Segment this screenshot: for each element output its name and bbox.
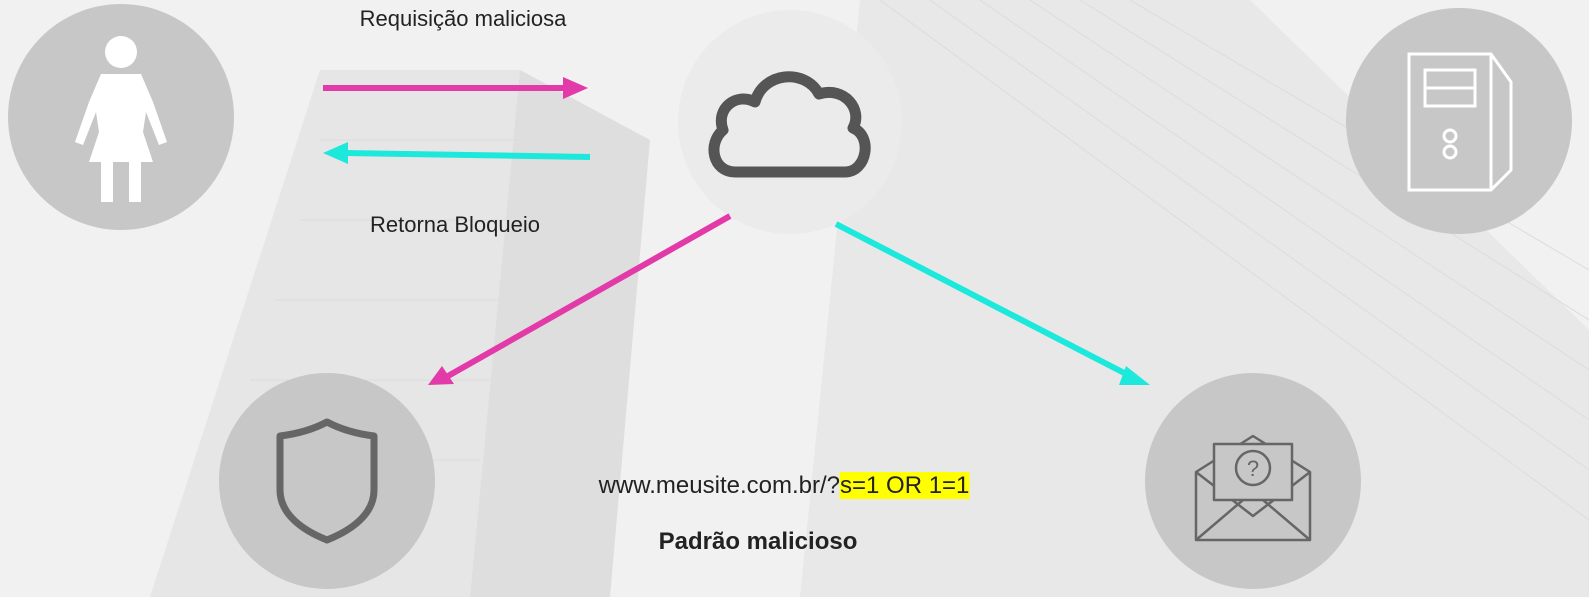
to-shield-arrow	[428, 213, 732, 385]
url-payload-highlight: s=1 OR 1=1	[839, 472, 970, 499]
cloud-node	[678, 10, 902, 234]
request-label: Requisição maliciosa	[359, 6, 567, 31]
mail-question-icon: ?	[1194, 434, 1312, 542]
server-node	[1346, 8, 1572, 234]
url-base: www.meusite.com.br/?	[598, 472, 840, 499]
return-label: Retorna Bloqueio	[369, 212, 541, 237]
shield-node	[219, 373, 435, 589]
return-arrow	[323, 142, 591, 164]
to-mail-arrow	[834, 221, 1150, 385]
malicious-url: www.meusite.com.br/?s=1 OR 1=1	[599, 472, 970, 500]
cloud-icon	[708, 71, 871, 178]
shield-icon	[276, 418, 378, 544]
request-arrow	[323, 77, 588, 99]
user-node	[8, 4, 234, 230]
pattern-label: Padrão malicioso	[658, 528, 858, 555]
person-icon	[75, 36, 167, 202]
svg-text:?: ?	[1247, 456, 1259, 481]
server-icon	[1407, 52, 1513, 192]
mail-node: ?	[1145, 373, 1361, 589]
